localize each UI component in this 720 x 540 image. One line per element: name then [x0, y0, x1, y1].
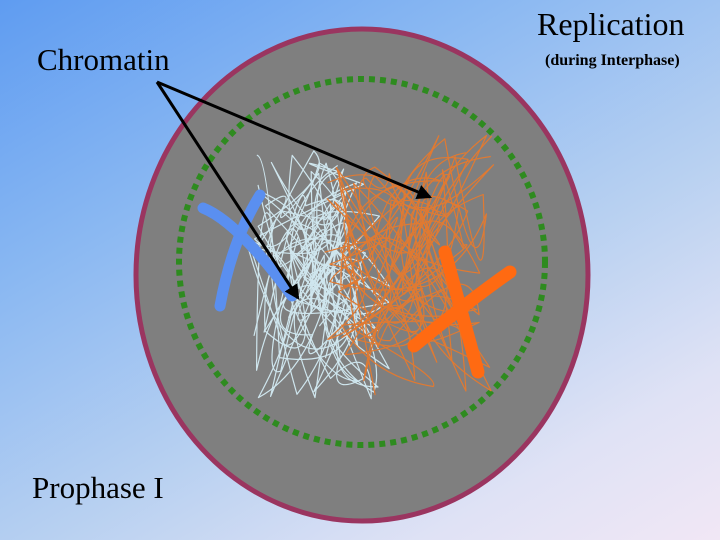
chromatin-label: Chromatin	[37, 42, 170, 77]
nuclear-envelope	[176, 76, 548, 448]
arrow-to-blue-chromatin	[155, 81, 300, 300]
arrow-to-orange-chromatin	[156, 80, 433, 199]
blue-chromosome	[197, 189, 298, 312]
pointer-arrows	[155, 80, 433, 300]
replication-label: Replication	[537, 6, 685, 42]
stage-label: Prophase I	[32, 470, 164, 505]
orange-chromosome	[407, 245, 517, 379]
chromatin-tangle	[245, 134, 495, 400]
replication-note: (during Interphase)	[545, 52, 680, 69]
